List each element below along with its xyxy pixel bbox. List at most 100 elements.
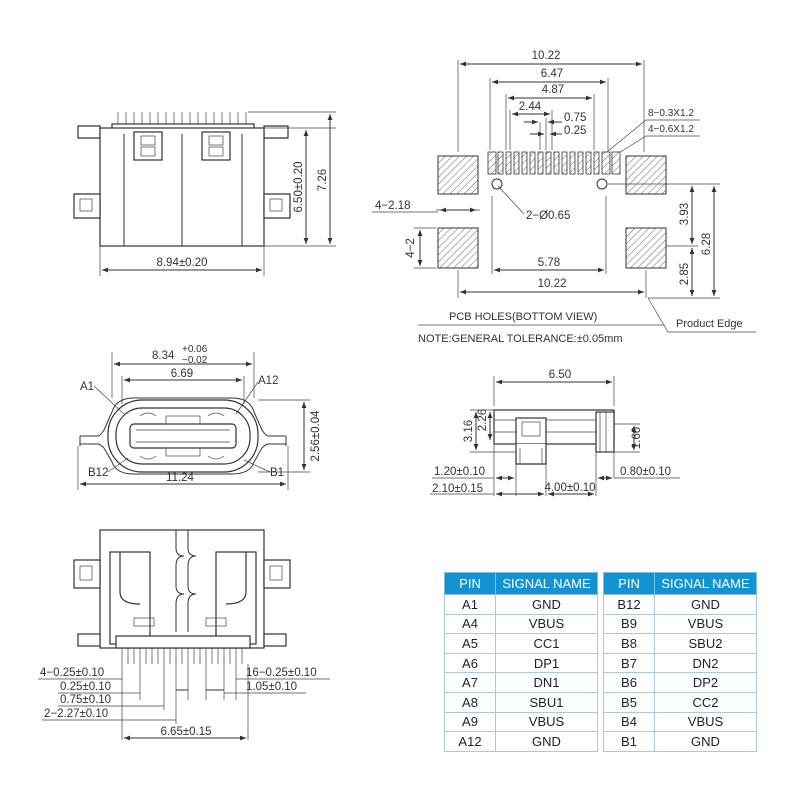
pcb-hole-leader [497,185,525,215]
pcb-caption: PCB HOLES(BOTTOM VIEW) [449,311,597,323]
side-d3: 4.00±0.10 [544,482,595,494]
top-view-latch-left-window2 [140,146,156,157]
bottom-pins [121,648,243,664]
front-width-tol-plus: +0.06 [182,344,208,355]
signal-cell: DN1 [495,672,598,693]
pcb-top-dim-2: 6.47 [541,68,563,80]
front-total-dim: 11.24 [166,472,195,484]
bottom-guides [121,664,249,740]
bottom-d1: 4−0.25±0.10 [40,667,104,679]
top-view-latch-right [201,131,231,161]
top-view-width-dim: 8.94±0.20 [156,257,207,269]
bottom-wing-curves [119,552,247,605]
front-latch-bottom [165,447,201,457]
top-view-left-leg-window [79,198,93,212]
front-leader-a12 [235,381,259,415]
pin-table-b-header: PIN SIGNAL NAME [603,572,757,595]
pcb-top-dim-6: 0.25 [564,125,586,137]
pin-table-a-header: PIN SIGNAL NAME [444,572,598,595]
pcb-pad-note-b: 4−0.6X1.2 [648,124,694,135]
pin-cell: B7 [603,652,655,674]
pin-cell: A4 [444,613,496,635]
front-height-dim: 2.56±0.04 [310,410,322,462]
pcb-top-dim-1: 10.22 [532,50,561,62]
top-view-latch-left [133,131,163,161]
side-h3: 1.60 [631,427,643,449]
front-label-a12: A12 [258,375,278,387]
pcb-pad-bottom-right [625,227,667,269]
signal-cell: CC2 [654,691,757,713]
pcb-hole-left [491,178,503,190]
front-width-tol-minus: −0.02 [182,355,208,366]
pin-cell: B1 [603,731,655,752]
top-view-height-inner-dim: 6.50±0.20 [293,161,305,212]
side-d4: 0.80±0.10 [620,466,671,478]
pcb-signal-pads [487,151,621,175]
side-d1: 1.20±0.10 [434,466,485,478]
side-view: 6.50 3.16 2.26 1.60 1.20±0.10 2.10± [430,369,680,497]
top-view-height-outer-dim: 7.26 [317,169,329,191]
pcb-edge-leader [647,297,669,333]
pin-cell: B8 [603,633,655,654]
top-view-left-tab [77,125,101,139]
signal-header: SIGNAL NAME [495,572,598,595]
pin-cell: B5 [603,691,655,713]
pcb-top-dim-4: 2.44 [519,101,542,113]
bottom-pin-row [115,635,251,649]
side-latch-window [521,421,541,437]
pin-cell: B12 [603,594,655,615]
bottom-d2: 0.25±0.10 [60,681,111,693]
pin-cell: A9 [444,711,496,733]
pcb-pad-top-right [625,155,667,195]
top-view-left-leg [73,193,101,219]
signal-cell: GND [495,731,598,752]
signal-cell: VBUS [495,613,598,635]
side-h1: 3.16 [463,420,475,442]
pcb-hole-right [596,178,608,190]
top-view-latch-right-window2 [208,146,224,157]
bottom-tab-right [263,559,291,589]
signal-cell: VBUS [495,711,598,733]
front-legs-bottom [80,443,286,475]
front-width-dim: 8.34 [152,350,175,362]
front-contacts [139,412,225,460]
pin-cell: A12 [444,731,496,752]
bottom-d7: 6.65±0.15 [160,726,211,738]
bottom-foot-left [77,633,101,647]
signal-cell: DP1 [495,652,598,674]
signal-header: SIGNAL NAME [654,572,757,595]
pin-cell: A1 [444,594,496,615]
bottom-view: 4−0.25±0.10 0.25±0.10 0.75±0.10 2−2.27±0… [38,529,330,741]
top-view-right-leg [263,193,291,219]
bottom-tab-left-window [79,565,93,581]
signal-cell: SBU2 [654,633,757,654]
pcb-pad-note-a-leader [601,119,647,157]
signal-cell: CC1 [495,633,598,654]
top-view-pins [117,112,247,126]
pin-cell: A7 [444,672,496,693]
bottom-tab-left [73,559,101,589]
signal-cell: GND [495,594,598,615]
pin-header: PIN [603,572,655,595]
pin-cell: B9 [603,613,655,635]
pcb-side-left-vertical: 4−2 [405,238,417,258]
signal-cell: DN2 [654,652,757,674]
bottom-d6: 1.05±0.10 [246,681,297,693]
front-leader-a1 [93,385,125,415]
top-view-latch-right-window [208,135,224,146]
side-d2: 2.10±0.15 [432,483,483,495]
pcb-product-edge: Product Edge [676,318,743,330]
front-inner-dim: 6.69 [171,368,193,380]
